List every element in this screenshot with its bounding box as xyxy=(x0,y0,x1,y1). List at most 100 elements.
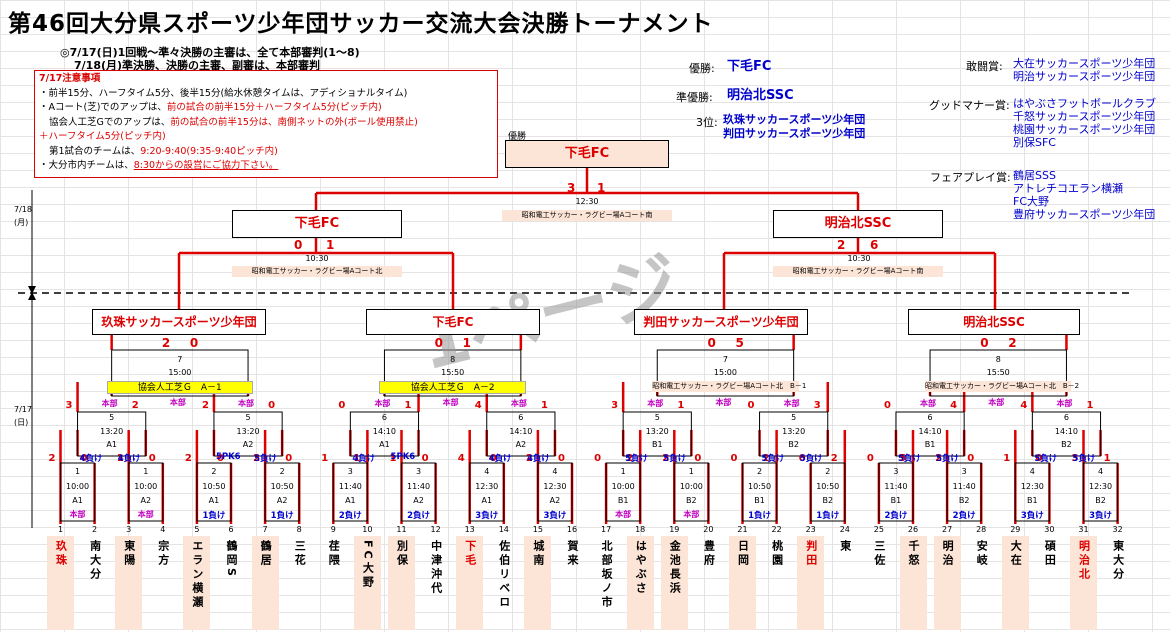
qf-score-right: 2 xyxy=(1008,336,1017,350)
qf-time: 15:00 xyxy=(713,368,737,377)
notice-box: 7/17注意事項 ・前半15分、ハーフタイム5分、後半15分(給水休憩タイムは、… xyxy=(34,70,498,178)
team-name: 下毛 xyxy=(456,536,484,630)
qf-time: 15:50 xyxy=(986,368,1010,377)
r2-match-number: 6 xyxy=(1063,413,1069,422)
notice-line: ＋ハーフタイム5分(ピッチ内) xyxy=(39,131,166,142)
r2-referee: 5負け xyxy=(1034,454,1058,464)
r2-hq: 本部 xyxy=(783,399,800,408)
team-name-text: 大在 xyxy=(1009,540,1023,568)
notice-text: ・Aコート(芝)でのアップは、 xyxy=(39,102,167,113)
notice-emphasis: 前の試合の前半15分は、南側ネットの外(ボール使用禁止) xyxy=(170,116,418,128)
r2-match-number: 6 xyxy=(381,413,387,422)
r1-score-right: 0 xyxy=(285,453,293,464)
team-name: 玖珠 xyxy=(47,536,74,630)
r2-score-right: 2 xyxy=(131,400,139,411)
team-name: 東大分 xyxy=(1104,536,1131,630)
team-name: 東陽 xyxy=(115,536,143,630)
r2-referee: 5負け xyxy=(1072,454,1096,464)
r2-time: 13:20 xyxy=(645,427,669,436)
r1-court: A2 xyxy=(413,496,424,505)
r2-referee: 4負け xyxy=(79,454,103,464)
team-number: 16 xyxy=(566,525,578,534)
champion-box: 下毛FC xyxy=(505,140,669,168)
semifinal-score-left: 2 xyxy=(837,238,846,252)
r2-score-left: 0 xyxy=(747,400,755,411)
good-manners-label: グッドマナー賞: xyxy=(929,99,1010,112)
final-venue: 昭和電工サッカー・ラグビー場Aコート南 xyxy=(502,210,672,221)
r1-score-left: 0 xyxy=(594,453,602,464)
r1-match-number: 2 xyxy=(757,467,763,476)
r2-referee: 4負け xyxy=(526,454,550,464)
r2-score-right: 1 xyxy=(677,400,685,411)
team-name: 千怒 xyxy=(899,536,927,630)
r2-score-right: 0 xyxy=(268,400,276,411)
team-number: 18 xyxy=(635,525,646,534)
notice-emphasis: 9:20-9:40(9:35-9:40ピッチ内) xyxy=(140,145,278,157)
r1-score-right: 0 xyxy=(489,453,497,464)
r1-match-number: 4 xyxy=(1029,467,1035,476)
r1-referee: 3負け xyxy=(543,511,567,521)
r2-match-number: 6 xyxy=(927,413,933,422)
semifinal-time: 10:30 xyxy=(847,254,871,263)
team-name-text: 中津沖代 xyxy=(429,540,443,596)
r2-time: 13:20 xyxy=(100,427,124,436)
r2-referee: 5負け xyxy=(936,454,960,464)
team-name: 東 xyxy=(831,536,858,630)
team-name: 北部坂ノ市 xyxy=(593,536,620,630)
team-name-text: 宗方 xyxy=(156,540,170,568)
r2-referee: 5負け xyxy=(799,454,823,464)
team-number: 25 xyxy=(873,525,884,534)
team-number: 1 xyxy=(57,525,64,534)
team-number: 27 xyxy=(942,525,953,534)
r2-court: B1 xyxy=(651,440,663,449)
semifinal-venue: 昭和電工サッカー・ラグビー場Aコート北 xyxy=(232,266,402,277)
champion-team: 下毛FC xyxy=(727,59,772,74)
r2-time: 13:20 xyxy=(782,427,806,436)
team-name: 金池長浜 xyxy=(660,536,688,630)
team-name-text: 安岐 xyxy=(975,540,989,568)
r1-court: B2 xyxy=(686,496,697,505)
semifinal-winner-box: 下毛FC xyxy=(232,210,402,238)
qf-time: 15:50 xyxy=(441,368,465,377)
team-number: 9 xyxy=(330,525,336,534)
team-name-text: 明治北 xyxy=(1077,540,1091,582)
r2-referee: 4負け xyxy=(488,454,512,464)
team-number: 3 xyxy=(126,525,132,534)
qf-hq: 本部 xyxy=(442,398,459,407)
team-number: 30 xyxy=(1044,525,1055,534)
r1-match-number: 3 xyxy=(893,467,899,476)
team-number: 24 xyxy=(839,525,850,534)
team-name-text: 判田 xyxy=(804,540,818,568)
team-name-text: 南大分 xyxy=(88,540,102,582)
r1-match-number: 1 xyxy=(620,467,626,476)
team-name-text: 桃園 xyxy=(770,540,784,568)
r2-score-left: 0 xyxy=(338,400,346,411)
qf-hq: 本部 xyxy=(715,398,732,407)
r2-hq: 本部 xyxy=(1056,399,1073,408)
r1-score-left: 0 xyxy=(798,453,806,464)
qf-match-number: 7 xyxy=(722,355,728,364)
r2-court: B2 xyxy=(788,440,799,449)
team-number: 15 xyxy=(532,525,543,534)
champion-caption: 優勝 xyxy=(508,132,527,142)
r1-referee: 3負け xyxy=(475,511,499,521)
team-name: 日岡 xyxy=(729,536,756,630)
r1-time: 12:30 xyxy=(475,482,499,491)
team-number: 23 xyxy=(805,525,816,534)
notice-heading: 7/17注意事項 xyxy=(39,73,101,84)
team-number: 10 xyxy=(362,525,373,534)
team-name-text: 鶴岡S xyxy=(225,540,238,579)
r1-time: 10:00 xyxy=(134,482,158,491)
team-name: 碩田 xyxy=(1036,536,1063,630)
r1-court: A2 xyxy=(140,496,152,505)
fair-play-team: 鶴居SSS xyxy=(1013,169,1056,182)
team-name: 南大分 xyxy=(81,536,108,630)
team-name: 鶴居 xyxy=(251,536,279,630)
date-label: 7/18 xyxy=(14,205,32,214)
semifinal-venue: 昭和電工サッカー・ラグビー場Aコート南 xyxy=(773,266,943,277)
r1-time: 10:00 xyxy=(679,482,703,491)
r1-referee: 2負け xyxy=(407,511,430,521)
notice-line: 第1試合のチームは、9:20-9:40(9:35-9:40ピッチ内) xyxy=(39,145,493,160)
r1-court: A1 xyxy=(208,496,220,505)
r1-referee: 本部 xyxy=(615,510,632,519)
